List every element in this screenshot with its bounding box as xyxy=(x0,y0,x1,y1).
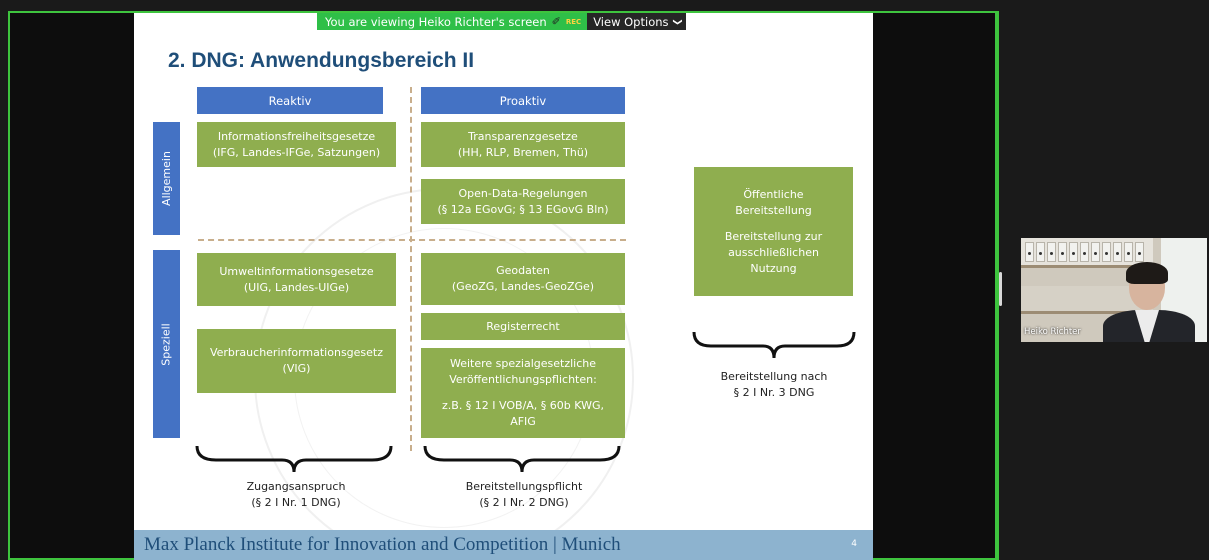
presentation-slide: 2. DNG: Anwendungsbereich II Reaktiv Pro… xyxy=(134,13,873,560)
box-line: Bereitstellung xyxy=(735,203,812,217)
box-open-data-regelungen: Open-Data-Regelungen (§ 12a EGovG; § 13 … xyxy=(421,179,625,224)
box-oeffentliche-bereitstellung: Öffentliche Bereitstellung Bereitstellun… xyxy=(694,167,853,296)
label-line: Zugangsanspruch xyxy=(246,480,346,493)
column-divider xyxy=(410,87,412,451)
label-zugangsanspruch: Zugangsanspruch (§ 2 I Nr. 1 DNG) xyxy=(198,479,394,511)
box-line: Weitere spezialgesetzliche xyxy=(449,357,597,370)
box-verbraucherinformationsgesetz: Verbraucherinformationsgesetz (VIG) xyxy=(197,329,396,393)
view-options-button[interactable]: View Options ❯ xyxy=(587,13,687,30)
box-line: (§ 12a EGovG; § 13 EGovG Bln) xyxy=(437,202,609,216)
box-line: (UIG, Landes-UIGe) xyxy=(243,280,350,294)
row-header-speziell-label: Speziell xyxy=(160,322,174,366)
participant-video-tile[interactable]: Heiko Richter xyxy=(1021,238,1207,342)
label-line: Bereitstellungspflicht xyxy=(465,480,583,493)
slide-footer: Max Planck Institute for Innovation and … xyxy=(134,530,873,560)
label-bereitstellungspflicht: Bereitstellungspflicht (§ 2 I Nr. 2 DNG) xyxy=(424,479,624,511)
viewing-indicator: You are viewing Heiko Richter's screen ✐… xyxy=(317,13,588,30)
label-line: Bereitstellung nach xyxy=(720,370,828,383)
chevron-down-icon: ❯ xyxy=(671,17,682,26)
footer-institute-name: Max Planck Institute for Innovation and … xyxy=(144,534,621,555)
row-header-allgemein-label: Allgemein xyxy=(160,151,173,206)
pin-icon[interactable]: ✐ xyxy=(551,15,561,28)
row-divider xyxy=(198,239,626,241)
slide-page-number: 4 xyxy=(851,539,857,549)
box-line: Bereitstellung zur xyxy=(724,229,823,243)
box-line: Verbraucherinformationsgesetz xyxy=(209,346,384,359)
box-line: Umweltinformationsgesetze xyxy=(219,264,374,278)
box-line: (GeoZG, Landes-GeoZGe) xyxy=(451,280,595,293)
box-transparenzgesetze: Transparenzgesetze (HH, RLP, Bremen, Thü… xyxy=(421,122,625,167)
view-options-label: View Options xyxy=(593,14,669,29)
brace-zugangsanspruch xyxy=(195,445,393,473)
box-umweltinformationsgesetze: Umweltinformationsgesetze (UIG, Landes-U… xyxy=(197,253,396,306)
column-header-proaktiv: Proaktiv xyxy=(421,87,625,114)
box-line: Registerrecht xyxy=(486,319,560,333)
box-line: Open-Data-Regelungen xyxy=(458,186,588,200)
box-line: Nutzung xyxy=(750,261,797,275)
row-header-speziell: Speziell xyxy=(153,250,180,438)
box-line: (VIG) xyxy=(282,362,311,375)
box-weitere-veroeffentlichungspflichten: Weitere spezialgesetzliche Veröffentlich… xyxy=(421,348,625,438)
label-line: § 2 I Nr. 3 DNG xyxy=(733,386,815,399)
participant-name-label: Heiko Richter xyxy=(1024,327,1081,337)
brace-bereitstellung-nach xyxy=(692,331,856,359)
box-line: Geodaten xyxy=(496,264,550,277)
brace-bereitstellungspflicht xyxy=(423,445,621,473)
box-geodaten: Geodaten (GeoZG, Landes-GeoZGe) xyxy=(421,253,625,305)
box-registerrecht: Registerrecht xyxy=(421,313,625,340)
box-line: (IFG, Landes-IFGe, Satzungen) xyxy=(212,145,381,159)
row-header-allgemein: Allgemein xyxy=(153,122,180,235)
label-line: (§ 2 I Nr. 1 DNG) xyxy=(251,496,341,509)
label-bereitstellung-nach: Bereitstellung nach § 2 I Nr. 3 DNG xyxy=(691,369,857,401)
box-line: ausschließlichen xyxy=(728,245,819,259)
box-line: Veröffentlichungspflichten: xyxy=(449,373,597,386)
box-line: (HH, RLP, Bremen, Thü) xyxy=(457,145,589,159)
viewing-text: You are viewing Heiko Richter's screen xyxy=(325,14,547,29)
bookshelf-top xyxy=(1021,238,1153,268)
participant-hair xyxy=(1126,262,1168,284)
box-line: Informationsfreiheitsgesetze xyxy=(217,129,376,143)
column-header-reaktiv: Reaktiv xyxy=(197,87,383,114)
panel-divider xyxy=(997,11,999,560)
slide-title: 2. DNG: Anwendungsbereich II xyxy=(168,49,475,72)
label-line: (§ 2 I Nr. 2 DNG) xyxy=(479,496,569,509)
box-line: AFIG xyxy=(510,415,536,428)
box-line: Transparenzgesetze xyxy=(468,129,578,143)
box-informationsfreiheitsgesetze: Informationsfreiheitsgesetze (IFG, Lande… xyxy=(197,122,396,167)
recording-badge: REC xyxy=(565,17,582,26)
screen-share-banner: You are viewing Heiko Richter's screen ✐… xyxy=(317,13,687,30)
resize-handle[interactable] xyxy=(999,272,1002,306)
box-line: Öffentliche xyxy=(743,187,804,201)
box-line: z.B. § 12 I VOB/A, § 60b KWG, xyxy=(442,399,604,412)
